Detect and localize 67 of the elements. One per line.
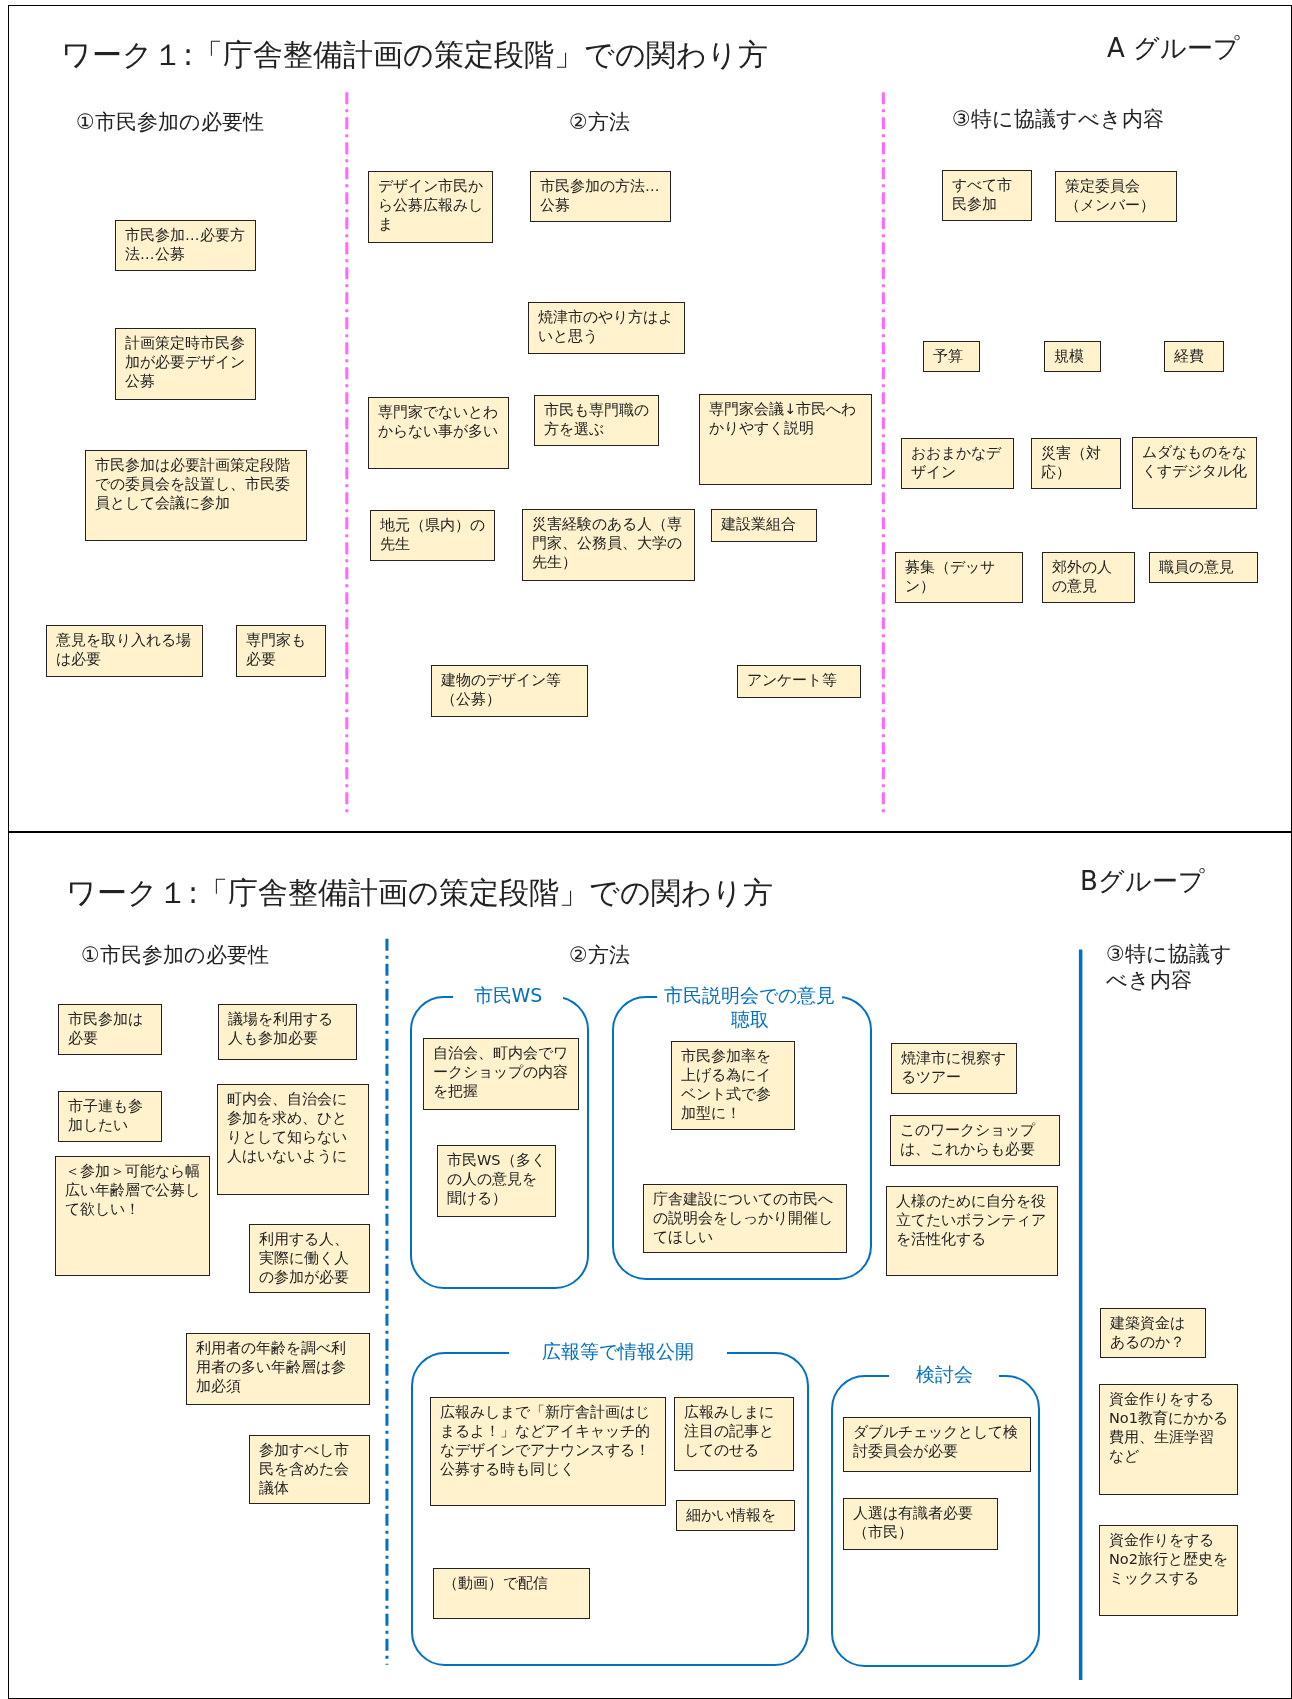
sticky-note: 議場を利用する人も参加必要 — [218, 1004, 357, 1060]
sticky-note: ＜参加＞可能なら幅広い年齢層で公募して欲しい！ — [55, 1156, 210, 1276]
sticky-note: 参加すべし市民を含めた会議体 — [249, 1435, 370, 1504]
group-heading: 広報等で情報公開 — [509, 1340, 727, 1364]
sticky-note: 焼津市のやり方はよいと思う — [528, 302, 685, 354]
sticky-note: このワークショップは、これからも必要 — [890, 1115, 1060, 1166]
sticky-note: 経費 — [1164, 341, 1224, 372]
sticky-note: 自治会、町内会でワークショップの内容を把握 — [423, 1038, 579, 1110]
sticky-note: 専門家でないとわからない事が多い — [368, 397, 509, 469]
column-heading: ③特に協議すべき内容 — [952, 106, 1164, 133]
sticky-note: 人選は有識者必要（市民） — [843, 1498, 998, 1550]
sticky-note: 焼津市に視察するツアー — [891, 1043, 1017, 1094]
sticky-note: 策定委員会（メンバー） — [1055, 171, 1177, 222]
sticky-note: 計画策定時市民参加が必要デザイン公募 — [115, 328, 256, 400]
sticky-note: 市民参加の方法…公募 — [530, 171, 671, 222]
sticky-note: 地元（県内）の先生 — [370, 510, 495, 561]
column-heading: ①市民参加の必要性 — [81, 942, 269, 969]
sticky-note: 規模 — [1044, 341, 1101, 372]
sticky-note: 市民参加…必要方法…公募 — [115, 220, 256, 271]
group-label: A グループ — [1107, 32, 1241, 65]
sticky-note: 広報みしまに注目の記事としてのせる — [674, 1397, 794, 1471]
group-heading: 市民説明会での意見聴取 — [657, 984, 842, 1032]
title: ワーク１:「庁舎整備計画の策定段階」での関わり方 — [61, 36, 769, 74]
sticky-note: 市民参加は必要 — [58, 1004, 162, 1055]
title: ワーク１:「庁舎整備計画の策定段階」での関わり方 — [66, 874, 774, 912]
sticky-note: ダブルチェックとして検討委員会が必要 — [843, 1417, 1031, 1472]
sticky-note: 災害（対応） — [1031, 438, 1121, 489]
sticky-note: すべて市民参加 — [942, 170, 1032, 221]
sticky-note: 資金作りをするNo2旅行と歴史をミックスする — [1099, 1525, 1238, 1616]
sticky-note: 市民WS（多くの人の意見を聞ける） — [437, 1145, 556, 1217]
column-heading: ①市民参加の必要性 — [76, 109, 264, 136]
sticky-note: 募集（デッサン） — [895, 552, 1023, 603]
panel — [8, 832, 1292, 1699]
sticky-note: おおまかなデザイン — [901, 438, 1014, 489]
sticky-note: 庁舎建設についての市民への説明会をしっかり開催してほしい — [643, 1184, 847, 1253]
sticky-note: 意見を取り入れる場は必要 — [46, 625, 203, 677]
group-heading: 検討会 — [889, 1363, 999, 1387]
sticky-note: 市民参加は必要計画策定段階での委員会を設置し、市民委員として会議に参加 — [85, 450, 307, 541]
sticky-note: 専門家会議↓市民へわかりやすく説明 — [699, 394, 872, 485]
sticky-note: ムダなものをなくすデジタル化 — [1132, 437, 1257, 509]
sticky-note: 郊外の人の意見 — [1042, 552, 1135, 603]
sticky-note: 建設業組合 — [711, 509, 817, 542]
sticky-note: 細かい情報を — [676, 1500, 795, 1531]
sticky-note: 市子連も参加したい — [58, 1091, 162, 1142]
sticky-note: デザイン市民から公募広報みしま — [368, 171, 493, 243]
sticky-note: 予算 — [923, 341, 980, 372]
group-heading: 市民WS — [453, 984, 563, 1008]
sticky-note: 資金作りをするNo1教育にかかる費用、生涯学習など — [1099, 1384, 1238, 1495]
sticky-note: 建築資金はあるのか？ — [1100, 1308, 1206, 1358]
panel — [8, 5, 1292, 832]
sticky-note: 利用する人、実際に働く人の参加が必要 — [249, 1224, 370, 1293]
sticky-note: 市民参加率を上げる為にイベント式で参加型に！ — [671, 1041, 795, 1130]
sticky-note: 建物のデザイン等（公募） — [431, 665, 588, 717]
sticky-note: アンケート等 — [737, 665, 861, 698]
sticky-note: 専門家も必要 — [236, 625, 326, 677]
sticky-note: 市民も専門職の方を選ぶ — [534, 395, 659, 446]
sticky-note: 人様のために自分を役立てたいボランティアを活性化する — [886, 1186, 1058, 1276]
sticky-note: 広報みしまで「新庁舎計画はじまるよ！」などアイキャッチ的なデザインでアナウンスする！公募する時も同じく — [430, 1397, 666, 1506]
column-heading: ②方法 — [569, 942, 630, 969]
sticky-note: （動画）で配信 — [433, 1568, 590, 1619]
sticky-note: 災害経験のある人（専門家、公務員、大学の先生） — [522, 509, 695, 581]
sticky-note: 職員の意見 — [1149, 552, 1258, 583]
sticky-note: 利用者の年齢を調べ利用者の多い年齢層は参加必須 — [186, 1333, 370, 1405]
sticky-note: 町内会、自治会に参加を求め、ひとりとして知らない人はいないように — [217, 1084, 369, 1195]
group-label: Bグループ — [1080, 865, 1205, 898]
column-heading: ③特に協議すべき内容 — [1106, 941, 1233, 994]
column-heading: ②方法 — [569, 109, 630, 136]
